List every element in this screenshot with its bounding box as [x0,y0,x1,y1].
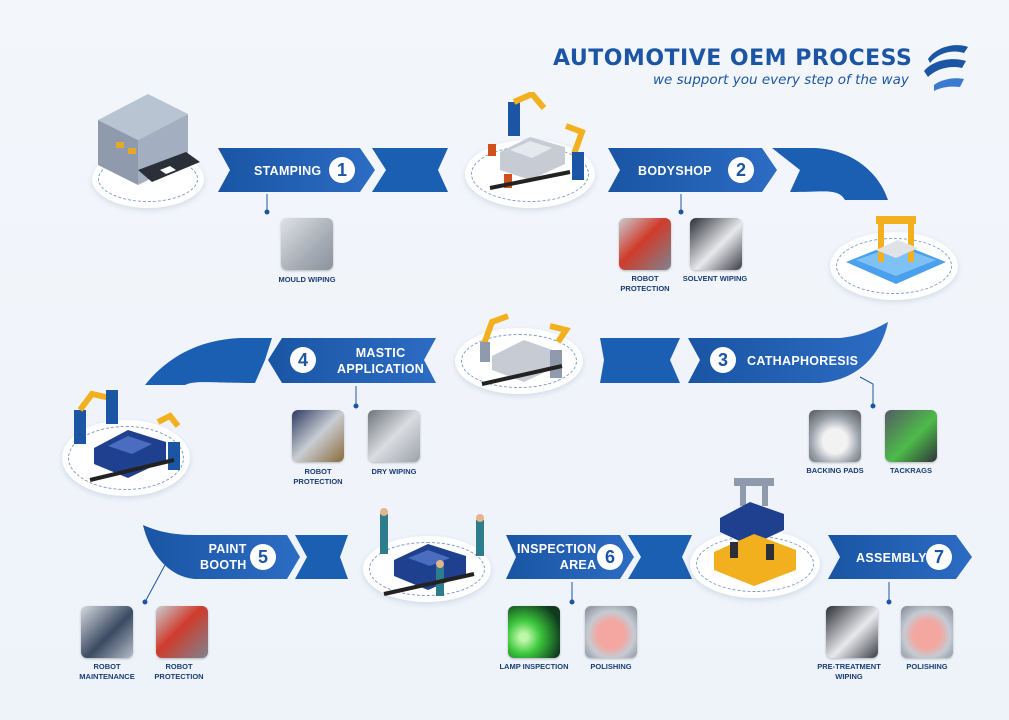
step-2-label: BODYSHOP [638,164,712,178]
leader-lines [144,194,890,603]
inspection-car-illustration [380,508,484,596]
backing-pads-caption: BACKING PADS [806,466,864,475]
assembly-line-illustration [714,478,796,586]
step-5-label-line2: BOOTH [200,558,247,572]
robot-protection-thumb [619,218,671,270]
lamp-inspection-caption: LAMP INSPECTION [499,662,569,671]
dry-wiping-thumb [368,410,420,462]
mastic-robot-illustration [480,313,571,386]
tackrags-caption: TACKRAGS [890,466,932,475]
step-5-label-line1: PAINT [208,542,247,556]
step-4-label-line2: APPLICATION [337,362,425,376]
solvent-wiping-thumb [690,218,742,270]
cathaphoresis-tank-illustration [846,216,946,284]
step-6-label: INSPECTION AREA [517,541,596,573]
step-5-number: 5 [250,544,276,570]
mould-wiping-thumb [281,218,333,270]
mould-wiping-caption: MOULD WIPING [278,275,336,284]
page-title: AUTOMOTIVE OEM PROCESS [553,46,913,71]
dry-wiping-caption: DRY WIPING [371,467,417,476]
robot-maintenance-caption: ROBOT MAINTENANCE [79,662,135,681]
step-7-label: ASSEMBLY [856,551,927,565]
step-3-label: CATHAPHORESIS [747,354,859,368]
polishing-caption: POLISHING [590,662,632,671]
backing-pads-thumb [809,410,861,462]
robot-maintenance-thumb [81,606,133,658]
bodyshop-robot-illustration [488,92,586,190]
step-1-number: 1 [329,157,355,183]
step-4-label-line1: MASTIC [355,346,406,360]
polishing-2-caption: POLISHING [906,662,948,671]
step-5-label: PAINT BOOTH [200,541,247,573]
step-7-number: 7 [926,544,952,570]
robot-protection-3-caption: ROBOT PROTECTION [154,662,204,681]
tackrags-thumb [885,410,937,462]
robot-protection-3-thumb [156,606,208,658]
page-subtitle: we support you every step of the way [653,72,909,88]
pre-treatment-wiping-caption: PRE-TREATMENT WIPING [817,662,881,681]
arrow-cathaphoresis [600,322,888,383]
step-6-label-line2: AREA [559,558,597,572]
robot-protection-caption: ROBOT PROTECTION [620,274,670,293]
pre-treatment-wiping-thumb [826,606,878,658]
solvent-wiping-caption: SOLVENT WIPING [682,274,748,283]
step-6-number: 6 [597,544,623,570]
step-3-number: 3 [710,347,736,373]
robot-protection-2-thumb [292,410,344,462]
paint-robot-illustration [74,390,181,482]
step-4-number: 4 [290,347,316,373]
step-4-label: MASTIC APPLICATION [337,345,424,377]
step-1-label: STAMPING [254,164,322,178]
lamp-inspection-thumb [508,606,560,658]
step-6-label-line1: INSPECTION [517,542,597,556]
step-2-number: 2 [728,157,754,183]
polishing-2-thumb [901,606,953,658]
polishing-thumb [585,606,637,658]
brand-logo-icon [924,45,968,91]
robot-protection-2-caption: ROBOT PROTECTION [293,467,343,486]
stamping-press-illustration [98,94,200,185]
